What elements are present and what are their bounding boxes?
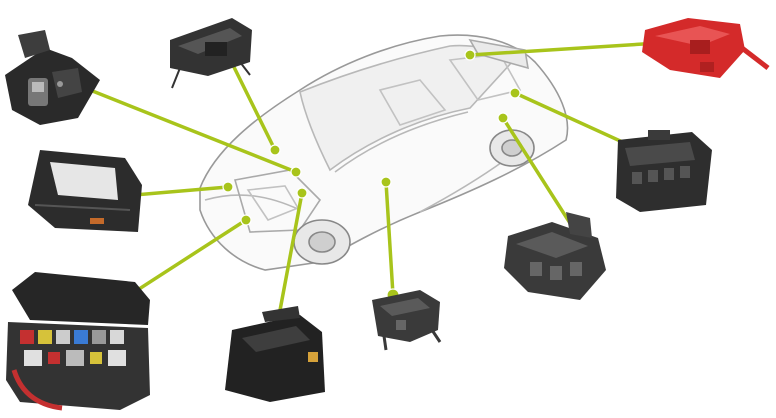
connector-line-power-distribution-block (501, 116, 579, 236)
car-wireframe-icon (199, 34, 569, 271)
red-distributor-icon (642, 18, 770, 78)
fuse-box-icon (616, 130, 712, 212)
connector-module-icon (170, 18, 252, 89)
distribution-block-icon (504, 212, 606, 300)
connector-line-battery-terminal-box (83, 86, 298, 174)
connector-line-open-fuse-relay-box (120, 218, 248, 302)
relay-cover-icon (225, 306, 325, 402)
terminal-box-icon (5, 30, 100, 125)
junction-block-icon (372, 290, 442, 351)
connector-line-connector-harness-module (226, 53, 277, 152)
connector-line-red-battery-distributor (468, 40, 677, 57)
open-fuse-box-icon (6, 272, 150, 411)
control-unit-icon (28, 150, 142, 232)
connector-line-relay-box-cover (276, 191, 304, 323)
connector-line-small-junction-block (384, 180, 395, 297)
